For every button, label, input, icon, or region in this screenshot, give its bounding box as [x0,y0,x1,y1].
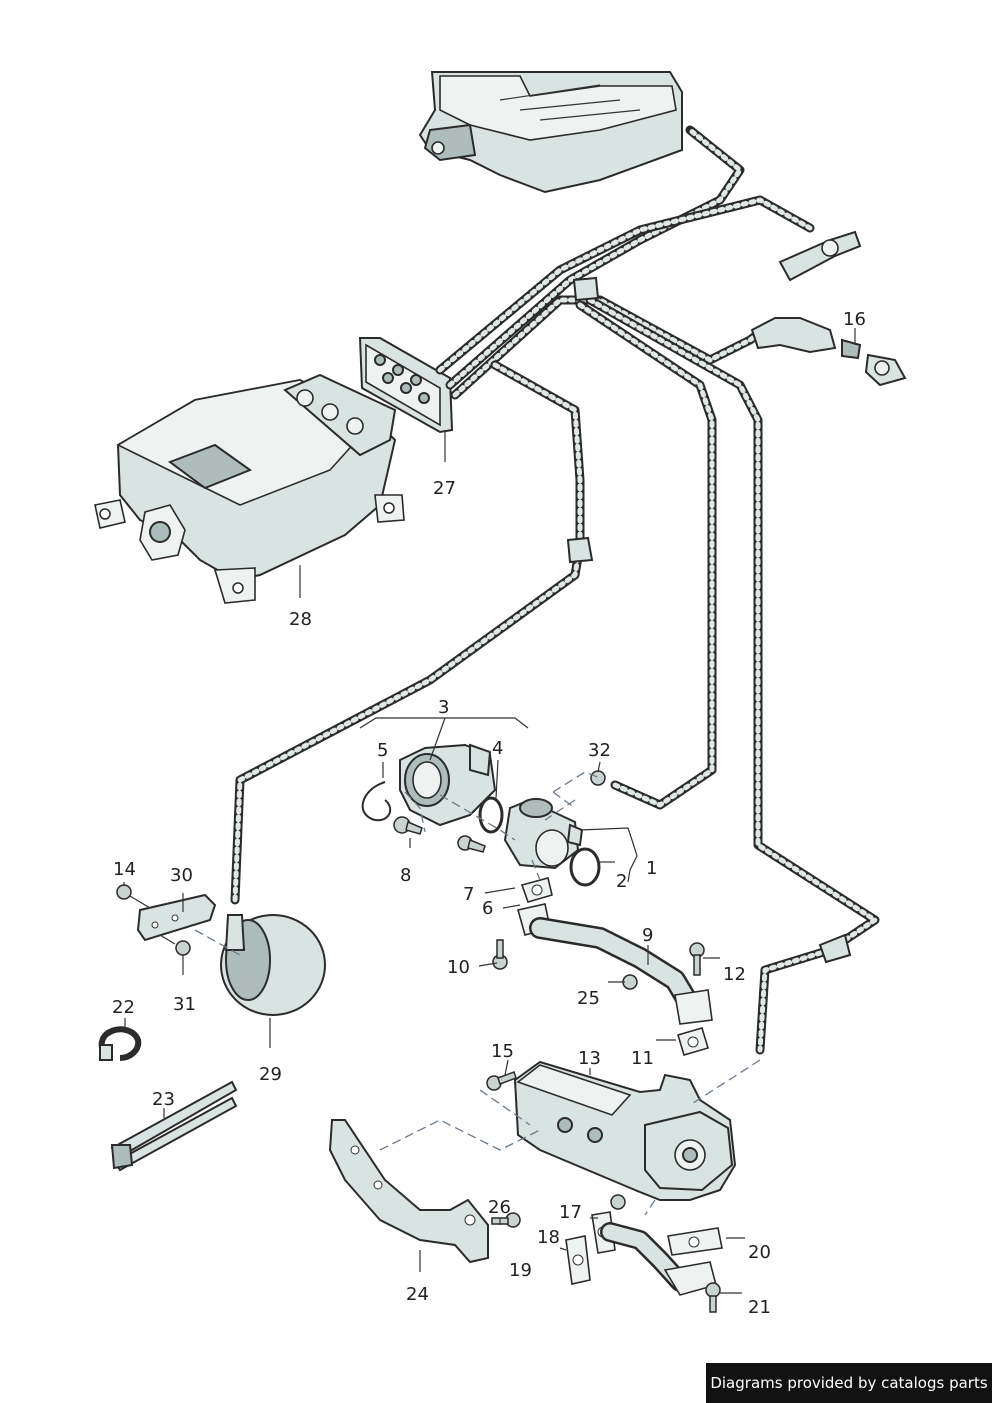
label-2: 2 [616,871,627,892]
egr-pipe-19 [600,1222,717,1296]
label-22: 22 [112,997,135,1018]
hose-clamp-22 [98,1026,142,1061]
assembly-lines [194,771,761,1216]
label-5: 5 [377,740,388,761]
label-6: 6 [482,898,493,919]
gasket-6 [520,877,553,903]
label-26: 26 [488,1197,511,1218]
vacuum-hoses [230,125,880,1055]
throttle-housing [399,743,497,827]
bracket-24 [328,1119,489,1264]
label-21: 21 [748,1297,771,1318]
label-31: 31 [173,994,196,1015]
egr-valve [503,798,584,870]
nut-25 [622,974,638,990]
label-17: 17 [559,1202,582,1223]
part-labels: 1 2 3 4 5 6 7 8 9 10 11 12 13 14 15 16 1… [112,309,866,1318]
label-28: 28 [289,609,312,630]
cable-ties-23 [110,1080,238,1172]
screw-15 [486,1071,517,1091]
label-29: 29 [259,1064,282,1085]
label-12: 12 [723,964,746,985]
circlip-5 [361,781,392,822]
screw-31 [159,934,191,956]
screw-12 [689,942,705,976]
egr-cooler [513,1060,737,1201]
gasket-18 [565,1235,591,1285]
screw-21 [705,1282,721,1313]
label-30: 30 [170,865,193,886]
o-ring-2 [569,847,601,887]
label-19: 19 [509,1260,532,1281]
hose-connector-block [358,337,454,434]
label-9: 9 [642,925,653,946]
label-32: 32 [588,740,611,761]
label-24: 24 [406,1284,429,1305]
label-1: 1 [646,858,657,879]
label-4: 4 [492,738,503,759]
label-27: 27 [433,478,456,499]
screw-14 [116,884,151,909]
gasket-11 [677,1027,709,1056]
label-7: 7 [463,884,474,905]
leader-lines [123,328,856,1294]
screw-8 [393,816,423,835]
pressure-sensor-top [778,230,862,282]
label-14: 14 [113,859,136,880]
vacuum-reservoir [220,914,326,1016]
label-8: 8 [400,865,411,886]
screw-10 [492,939,508,970]
nut-17 [610,1194,626,1210]
screw-26 [491,1212,521,1228]
label-20: 20 [748,1242,771,1263]
label-15: 15 [491,1041,514,1062]
label-16: 16 [843,309,866,330]
label-18: 18 [537,1227,560,1248]
nut-32 [590,770,606,786]
label-13: 13 [578,1048,601,1069]
label-3: 3 [438,697,449,718]
label-10: 10 [447,957,470,978]
gasket-20 [667,1227,723,1256]
control-unit [94,373,405,604]
label-11: 11 [631,1048,654,1069]
valve-16 [750,317,907,387]
air-filter-housing [418,71,683,194]
screw-7 [457,835,486,853]
bracket-30 [136,893,217,942]
label-25: 25 [577,988,600,1009]
o-ring-4 [478,796,504,834]
watermark-banner: Diagrams provided by catalogs parts [706,1363,992,1403]
label-23: 23 [152,1089,175,1110]
egr-pipe-9 [517,903,713,1025]
